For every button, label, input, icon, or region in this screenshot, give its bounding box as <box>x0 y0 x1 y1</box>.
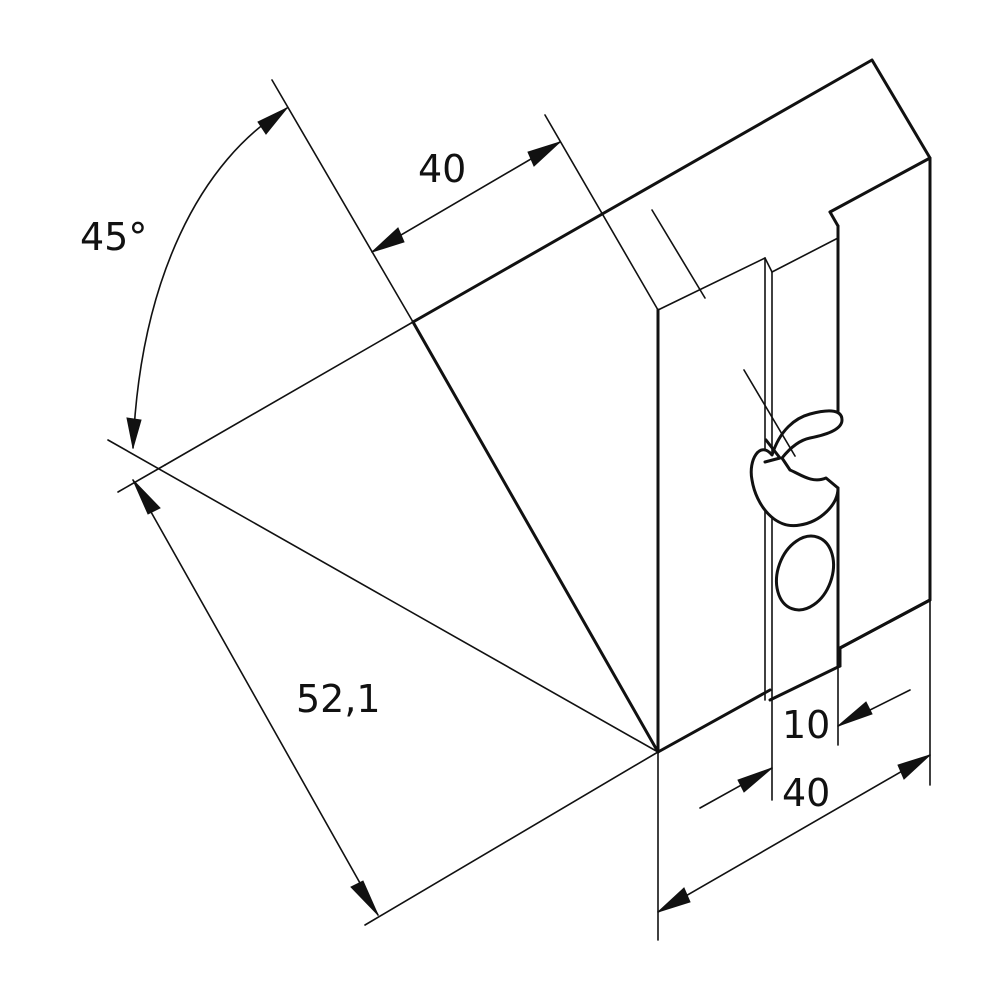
dim-slot-width-label: 10 <box>782 703 830 747</box>
construction-lines <box>107 79 931 941</box>
slot-top-lip <box>771 237 839 273</box>
ext-line-c <box>164 321 414 466</box>
dim-top-width-arrow-end <box>527 141 561 167</box>
dim-top-width-arrow-start <box>371 227 405 253</box>
dim-angle-arc <box>132 107 288 449</box>
top-front-edge-2 <box>764 257 773 273</box>
bottom-right-edge <box>838 598 932 650</box>
dim-slot-arrow-left <box>737 767 773 793</box>
top-face-edge <box>411 58 932 650</box>
dim-base-arrow-left <box>657 887 691 913</box>
dim-base-width: 40 <box>657 754 931 913</box>
step-top <box>828 210 840 228</box>
top-right-step <box>828 156 932 214</box>
dim-diagonal-arrow-top <box>132 479 161 515</box>
dim-top-width-line <box>371 141 561 253</box>
bottom-left-edge <box>656 688 772 754</box>
t-slot <box>743 224 844 702</box>
dim-slot-width: 10 <box>699 689 911 809</box>
dim-top-width: 40 <box>371 141 561 253</box>
dim-base-arrow-right <box>897 754 931 780</box>
dim-diagonal-label: 52,1 <box>296 677 381 721</box>
ext-line-d <box>107 439 659 753</box>
keyhole-axis <box>743 369 796 457</box>
dim-angle-label: 45° <box>80 215 147 259</box>
slot-bottom <box>768 664 842 702</box>
dim-top-width-label: 40 <box>418 147 466 191</box>
keyhole-shape <box>749 409 844 528</box>
dim-angle-arrow-top <box>257 107 288 135</box>
dim-slot-arrow-right <box>837 701 873 727</box>
ext-line-b <box>544 114 659 311</box>
chamfer-edge <box>411 320 660 754</box>
profile-body <box>411 58 932 754</box>
ext-line-a <box>271 79 414 323</box>
keyhole-notch <box>763 438 782 464</box>
dim-diagonal-line <box>132 479 379 916</box>
dim-diagonal-arrow-bottom <box>350 880 379 916</box>
ext-line-g <box>651 209 706 299</box>
dim-diagonal: 52,1 <box>132 479 381 916</box>
ext-line-f <box>117 464 166 493</box>
dim-angle: 45° <box>80 107 288 449</box>
hole-circle <box>774 534 836 612</box>
dim-angle-arrow-bottom <box>126 417 142 449</box>
top-front-edge <box>657 257 766 311</box>
dim-base-line <box>657 754 931 913</box>
dim-base-width-label: 40 <box>782 771 830 815</box>
ext-line-e <box>364 751 659 926</box>
